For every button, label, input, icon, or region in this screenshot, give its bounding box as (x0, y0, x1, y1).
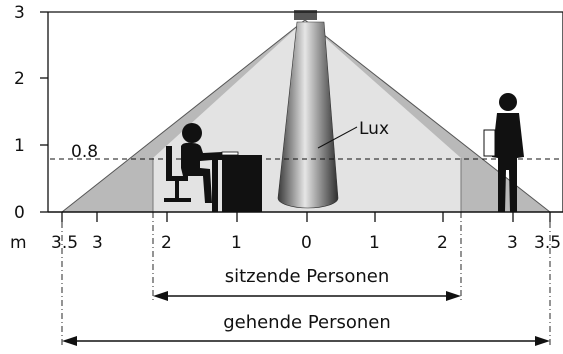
lux-leader (317, 126, 358, 149)
y-axis-unit: m (10, 233, 27, 253)
y-tick-label-1: 1 (14, 136, 25, 156)
x-tick-label-2: 2 (161, 233, 172, 253)
lux-cone (277, 21, 339, 209)
x-tick-label-4: 0 (301, 233, 312, 253)
desk (212, 155, 262, 212)
y-tick-label-0: 0 (14, 203, 25, 223)
x-tick-label-7: 3 (507, 233, 518, 253)
height-line-label: 0.8 (71, 142, 98, 162)
room-outline (48, 11, 563, 212)
x-tick-label-0: 3.5 (51, 233, 78, 253)
x-tick-label-5: 1 (369, 233, 380, 253)
lux-label: Lux (359, 119, 389, 139)
sensor (294, 10, 317, 20)
x-tick-label-1: 3 (92, 233, 103, 253)
x-tick-label-3: 1 (231, 233, 242, 253)
walking-range-label: gehende Personen (223, 312, 391, 333)
sensor-rays (61, 19, 551, 213)
seated-range-arrow (153, 291, 461, 301)
desk-paper (221, 151, 239, 156)
x-tick-label-8: 3.5 (534, 233, 561, 253)
x-tick-label-6: 2 (437, 233, 448, 253)
walking-range-arrow (62, 336, 550, 346)
y-tick-label-3: 3 (14, 3, 25, 23)
y-tick-label-2: 2 (14, 69, 25, 89)
seated-range-label: sitzende Personen (225, 266, 390, 287)
standing-person (483, 93, 524, 212)
